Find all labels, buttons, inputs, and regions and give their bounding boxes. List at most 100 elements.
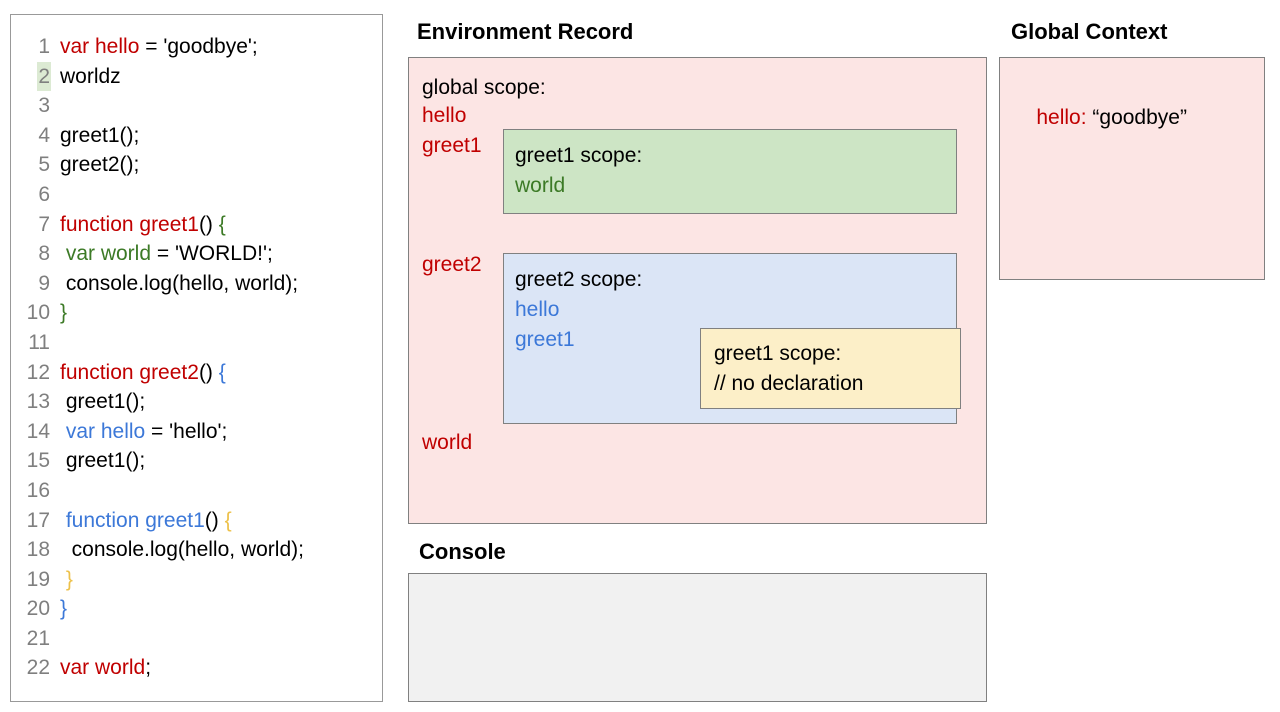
- code-line[interactable]: 21: [11, 624, 382, 654]
- code-line[interactable]: 8 var world = 'WORLD!';: [11, 239, 382, 269]
- code-line[interactable]: 7 function greet1() {: [11, 210, 382, 240]
- line-number: 17: [26, 508, 50, 532]
- code-token: }: [60, 597, 68, 621]
- code-token: (): [198, 212, 219, 236]
- global-context-panel: hello: “goodbye”: [999, 57, 1265, 280]
- line-number: 21: [26, 626, 50, 650]
- code-line[interactable]: 4 greet1();: [11, 121, 382, 151]
- line-number: 5: [38, 153, 50, 177]
- environment-record-title: Environment Record: [417, 19, 634, 44]
- greet1-binding-world: world: [515, 174, 566, 197]
- code-token: ;: [145, 656, 152, 680]
- greet2-scope-label: greet2 scope:: [515, 268, 643, 291]
- code-token: greet1();: [60, 390, 146, 414]
- line-number: 7: [38, 212, 50, 236]
- line-number: 11: [28, 330, 50, 354]
- code-line-text: worldz: [51, 62, 121, 92]
- line-number: 19: [26, 567, 50, 591]
- line-number: 13: [26, 390, 50, 414]
- code-token: {: [218, 212, 226, 236]
- code-line-text: function greet2() {: [51, 358, 226, 388]
- code-line[interactable]: 2 worldz: [11, 61, 382, 92]
- console-panel[interactable]: [408, 573, 987, 702]
- global-binding-greet2: greet2: [422, 253, 482, 276]
- line-number: 16: [26, 478, 50, 502]
- code-line[interactable]: 10}: [11, 298, 382, 328]
- code-token: (): [204, 508, 225, 532]
- greet2-binding-hello: hello: [515, 298, 560, 321]
- code-line-text: var world = 'WORLD!';: [51, 239, 273, 269]
- code-line-text: greet1();: [51, 446, 145, 476]
- code-line[interactable]: 15 greet1();: [11, 446, 382, 476]
- code-line-text: console.log(hello, world);: [51, 269, 298, 299]
- code-token: function greet1: [60, 212, 199, 236]
- greet2-scope-box: greet2 scope: hello greet1 greet1 scope:…: [503, 253, 961, 424]
- code-line[interactable]: 3: [11, 91, 382, 121]
- line-number: 18: [26, 538, 50, 562]
- line-number: 22: [26, 656, 50, 680]
- global-context-entry: hello: “goodbye”: [1013, 73, 1264, 163]
- greet2-binding-greet1: greet1: [515, 328, 575, 351]
- code-line[interactable]: 19 }: [11, 565, 382, 595]
- code-line-text: }: [51, 298, 67, 328]
- code-token: }: [60, 301, 68, 325]
- code-line[interactable]: 13 greet1();: [11, 387, 382, 417]
- line-number: 15: [26, 449, 50, 473]
- line-number: 14: [26, 419, 50, 443]
- code-token: = 'hello';: [145, 419, 228, 443]
- code-line-text: greet1();: [51, 121, 139, 151]
- code-line[interactable]: 11: [11, 328, 382, 358]
- code-token: console.log(hello, world);: [60, 538, 304, 562]
- code-token: }: [60, 567, 73, 591]
- code-line[interactable]: 17 function greet1() {: [11, 506, 382, 536]
- greet1-inner-scope-box: greet1 scope: // no declaration: [700, 328, 961, 409]
- code-line-text: var hello = 'hello';: [51, 417, 228, 447]
- code-line[interactable]: 18 console.log(hello, world);: [11, 535, 382, 565]
- code-token: worldz: [60, 64, 121, 88]
- code-line-text: greet2();: [51, 150, 139, 180]
- code-line[interactable]: 16: [11, 476, 382, 506]
- global-binding-hello: hello: [422, 104, 467, 127]
- global-binding-world: world: [422, 431, 473, 454]
- code-token: var world: [60, 242, 152, 266]
- code-line[interactable]: 5 greet2();: [11, 150, 382, 180]
- code-token: console.log(hello, world);: [60, 271, 299, 295]
- global-context-entry-key: hello:: [1036, 106, 1087, 129]
- greet1-scope-label: greet1 scope:: [515, 144, 643, 167]
- code-token: greet1();: [60, 123, 140, 147]
- line-number: 2: [11, 61, 51, 92]
- environment-record-panel: global scope: hello greet1 greet2 world …: [408, 57, 987, 524]
- code-token: function greet2: [60, 360, 199, 384]
- code-line[interactable]: 20}: [11, 594, 382, 624]
- code-token: var hello: [60, 419, 146, 443]
- line-number: 3: [38, 94, 50, 118]
- code-token: var hello: [60, 35, 140, 58]
- global-binding-greet1: greet1: [422, 134, 482, 157]
- line-number: 12: [26, 360, 50, 384]
- global-context-entry-value: “goodbye”: [1092, 106, 1187, 129]
- code-token: (): [198, 360, 219, 384]
- line-number: 10: [26, 301, 50, 325]
- code-line-text: function greet1() {: [51, 506, 232, 536]
- code-token: {: [218, 360, 226, 384]
- code-token: = 'goodbye';: [139, 35, 258, 58]
- line-number: 20: [26, 597, 50, 621]
- code-line-text: greet1();: [51, 387, 145, 417]
- line-number: 4: [38, 123, 50, 147]
- console-title: Console: [419, 539, 506, 564]
- code-line-text: }: [51, 565, 73, 595]
- code-token: greet1();: [60, 449, 146, 473]
- code-line-text: var world;: [51, 653, 151, 683]
- code-line[interactable]: 6: [11, 180, 382, 210]
- code-token: = 'WORLD!';: [151, 242, 273, 266]
- global-context-title: Global Context: [1011, 19, 1168, 44]
- greet1-inner-scope-label: greet1 scope:: [714, 342, 842, 365]
- code-line-text: }: [51, 594, 67, 624]
- code-line[interactable]: 9 console.log(hello, world);: [11, 269, 382, 299]
- code-line[interactable]: 14 var hello = 'hello';: [11, 417, 382, 447]
- code-token: greet2();: [60, 153, 140, 177]
